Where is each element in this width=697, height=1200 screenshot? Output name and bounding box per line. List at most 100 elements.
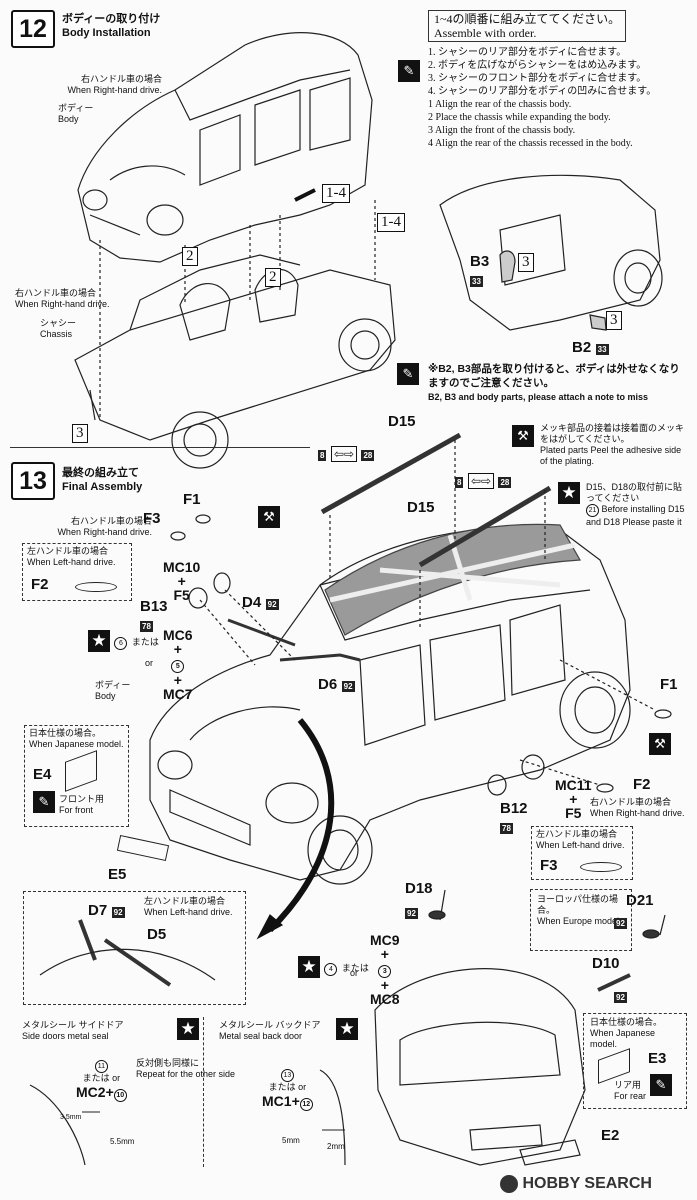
rhd-label-en: When Right-hand drive. xyxy=(67,85,162,95)
f3-part-shape xyxy=(580,862,622,872)
order-step-jp: 1. シャシーのリア部分をボディに合せます。 xyxy=(428,47,627,58)
part-mc11: MC11 xyxy=(555,777,592,793)
star-icon-2: ★ xyxy=(298,956,320,978)
order-title-box: 1~4の順番に組み立ててください。 Assemble with order. xyxy=(428,10,627,42)
part-b12: B12 xyxy=(500,800,528,817)
rhd-f2-jp: 右ハンドル車の場合 xyxy=(590,797,672,807)
plated-note-en: Plated parts Peel the adhesive side of t… xyxy=(540,445,682,466)
rhd2-label-en: When Right-hand drive. xyxy=(15,299,110,309)
part-d7-label: D7 92 xyxy=(88,902,125,920)
part-d21: D21 xyxy=(626,892,654,909)
assembly-order-note: 1~4の順番に組み立ててください。 Assemble with order. ✎… xyxy=(398,10,690,157)
plus-sign: + xyxy=(380,977,389,993)
step-number-12: 12 xyxy=(11,10,55,48)
tag-33: 33 xyxy=(470,276,483,287)
rear-jp: リア用 xyxy=(614,1080,642,1090)
part-b3-label: B3 33 xyxy=(470,253,489,289)
part-f1-a: F1 xyxy=(183,491,201,508)
flip-arrows-icon: ⇦⇨ xyxy=(330,446,358,462)
callout-3-b3: 3 xyxy=(518,253,534,272)
part-d15-a: D15 xyxy=(388,413,416,430)
order-step-en: 1 Align the rear of the chassis body. xyxy=(428,99,572,110)
glue-brush-icon: ✎ xyxy=(398,60,420,82)
plus-sign: + xyxy=(173,641,182,657)
part-e5: E5 xyxy=(108,866,127,883)
part-b12-label: B12 78 xyxy=(500,800,528,836)
rhd2-label-jp: 右ハンドル車の場合 xyxy=(15,288,97,298)
part-mc9: MC9 xyxy=(370,932,400,948)
lhd-f2-jp: 左ハンドル車の場合 xyxy=(27,546,109,556)
part-b2-label: B2 33 xyxy=(572,339,609,357)
part-d6: D6 xyxy=(318,676,338,693)
tag-92: 92 xyxy=(111,907,125,918)
star-icon-back-seal: ★ xyxy=(336,1018,358,1040)
order-step-jp: 3. シャシーのフロント部分をボディに合せます。 xyxy=(428,73,647,84)
circle-6: 6 xyxy=(114,637,128,651)
front-use-label: フロント用 For front xyxy=(59,794,104,816)
part-d18: D18 xyxy=(405,880,433,897)
lhd-f3-en: When Left-hand drive. xyxy=(536,840,625,850)
repeat-note: 反対側も同様に Repeat for the other side xyxy=(136,1058,235,1080)
callout-1-4-a: 1-4 xyxy=(322,184,350,203)
front-jp: フロント用 xyxy=(59,794,105,804)
plus-sign: + xyxy=(569,791,578,807)
rhd-f-jp: 右ハンドル車の場合 xyxy=(70,516,152,526)
or-en-4: or xyxy=(298,1082,307,1092)
part-mc8: MC8 xyxy=(370,991,400,1007)
plus-sign: + xyxy=(380,946,389,962)
rhd-f-en: When Right-hand drive. xyxy=(57,527,152,537)
step-number-13: 13 xyxy=(11,462,55,500)
star-note-en: Before installing D15 and D18 Please pas… xyxy=(586,504,685,527)
watermark-logo-icon xyxy=(500,1175,518,1193)
circle-11: 11 xyxy=(94,1060,108,1073)
lhd-wiper-jp: 左ハンドル車の場合 xyxy=(144,896,226,906)
part-f3-a: F3 xyxy=(143,510,161,527)
e4-plate-shape xyxy=(65,750,97,792)
lhd-f3-jp: 左ハンドル車の場合 xyxy=(536,829,618,839)
part-d6-label: D6 92 xyxy=(318,676,355,694)
callout-3-b2: 3 xyxy=(606,311,622,330)
rear-en: For rear xyxy=(614,1091,647,1101)
part-f2-b: F2 xyxy=(633,776,651,793)
order-step-en: 4 Align the rear of the chassis recessed… xyxy=(428,138,633,149)
circle-5: 5 xyxy=(171,660,185,673)
order-step-en: 3 Align the front of the chassis body. xyxy=(428,125,576,136)
part-e4: E4 xyxy=(33,766,52,783)
lhd-f2-en: When Left-hand drive. xyxy=(27,557,116,567)
europe-model-box: ヨーロッパ仕様の場合。 When Europe model. xyxy=(530,889,632,951)
jp-front-jp: 日本仕様の場合。 xyxy=(29,728,102,738)
tag-92-d18: 92 xyxy=(405,908,418,919)
step12-title: ボディーの取り付け Body Installation xyxy=(62,12,160,40)
body-label-jp: ボディー xyxy=(58,103,94,113)
plated-parts-icon: ⚒ xyxy=(512,425,534,447)
d15-flip-indicator-b: 8 ⇦⇨ 28 xyxy=(455,472,512,490)
union-jack-roof xyxy=(324,523,581,636)
removal-warning-en: B2, B3 and body parts, please attach a n… xyxy=(428,392,649,402)
rhd-label-jp: 右ハンドル車の場合 xyxy=(80,74,162,84)
chassis-label-en: Chassis xyxy=(40,329,73,339)
tag-8: 8 xyxy=(318,450,327,461)
rhd-f2-en: When Right-hand drive. xyxy=(590,808,685,818)
lhd-wiper-label: 左ハンドル車の場合 When Left-hand drive. xyxy=(144,896,233,918)
star-icon: ★ xyxy=(88,630,110,652)
repeat-jp: 反対側も同様に xyxy=(136,1058,200,1068)
star-note-jp: D15、D18の取付前に貼ってください xyxy=(586,482,683,503)
or-en: or xyxy=(145,658,154,668)
part-e3: E3 xyxy=(648,1050,667,1067)
jp-rear-label: 日本仕様の場合。 When Japanese model. xyxy=(590,1017,680,1050)
seal-side-jp: メタルシール サイドドア xyxy=(22,1020,124,1030)
circle-3: 3 xyxy=(378,965,392,978)
lhd-f3-box: 左ハンドル車の場合 When Left-hand drive. F3 xyxy=(531,826,633,880)
step12-title-jp: ボディーの取り付け xyxy=(62,13,161,25)
jp-model-rear-box: 日本仕様の場合。 When Japanese model. E3 ✎ リア用 F… xyxy=(583,1013,687,1109)
or-jp-3: または xyxy=(82,1073,110,1083)
mc1-group: 13 または or MC1+12 xyxy=(262,1064,313,1111)
part-d4: D4 xyxy=(242,594,262,611)
jp-model-front-box: 日本仕様の場合。 When Japanese model. E4 ✎ フロント用… xyxy=(24,725,129,827)
or-en-3: or xyxy=(112,1073,121,1083)
order-title-en: Assemble with order. xyxy=(434,26,537,40)
rhd-label-body: 右ハンドル車の場合 When Right-hand drive. xyxy=(52,74,162,96)
part-b13-label: B13 78 xyxy=(140,598,168,634)
rear-use-label: リア用 For rear xyxy=(614,1080,646,1102)
glue-brush-icon-4: ✎ xyxy=(650,1074,672,1096)
